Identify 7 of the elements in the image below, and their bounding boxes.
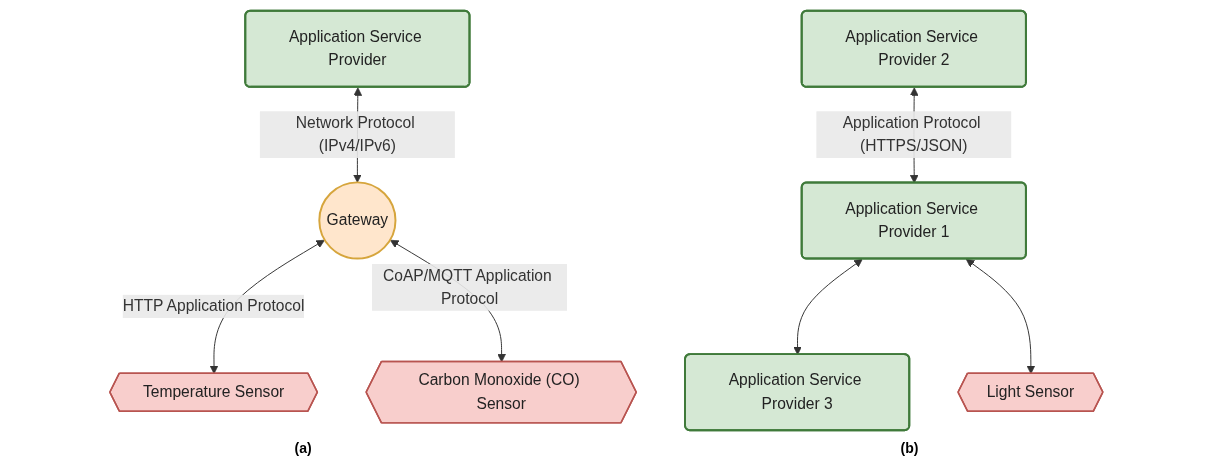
edge-label: Network Protocol (IPv4/IPv6) [295, 113, 415, 154]
panel-label: (a) [294, 440, 312, 456]
edge-label: Application Protocol (HTTPS/JSON) [842, 113, 981, 154]
edge-label: CoAP/MQTT Application Protocol [383, 266, 552, 307]
node-circle: Gateway [318, 180, 397, 260]
edge-label: HTTP Application Protocol [122, 297, 305, 314]
panel-label: (b) [900, 440, 919, 456]
